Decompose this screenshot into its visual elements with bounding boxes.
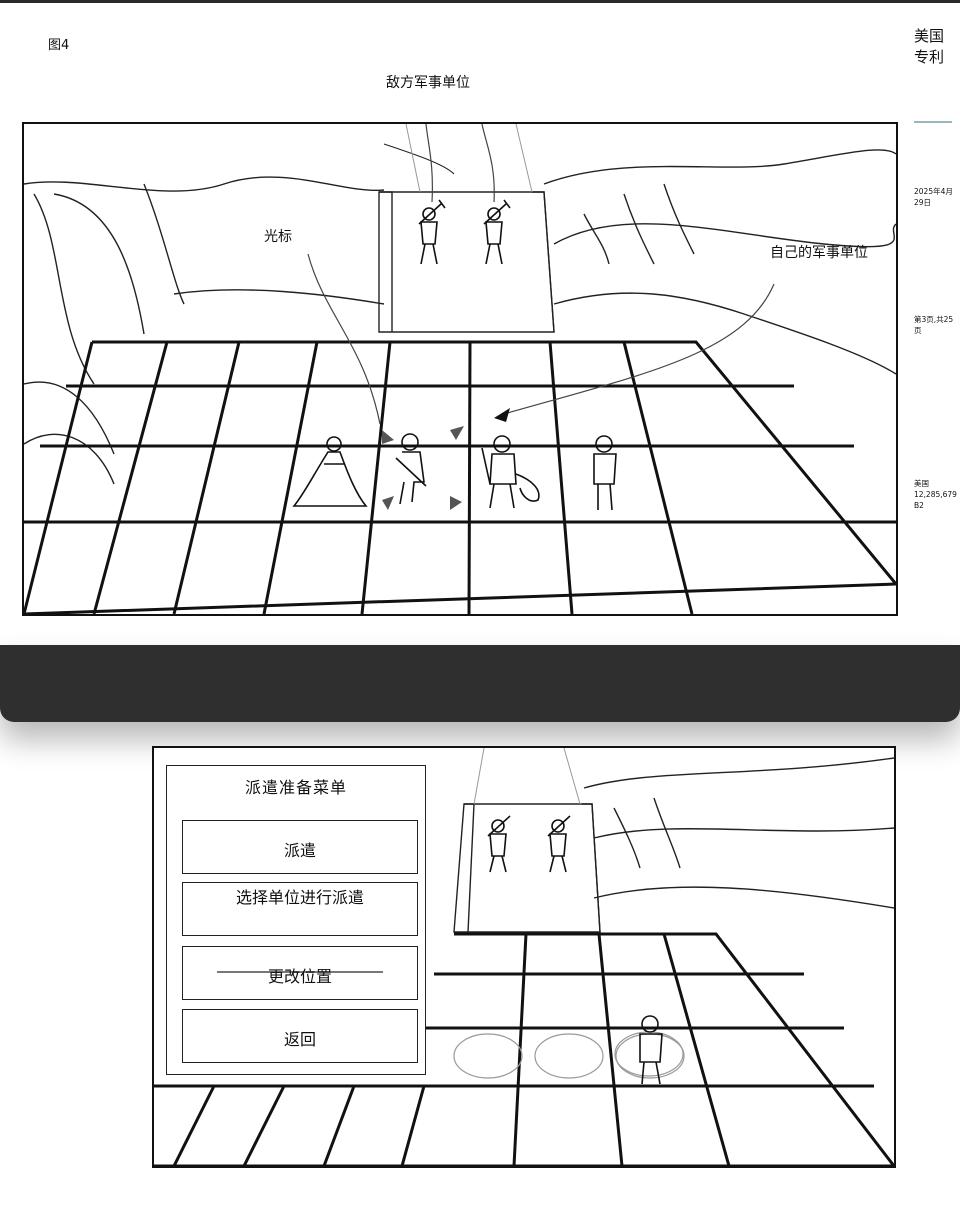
cursor-corner — [382, 496, 394, 510]
enemy-unit — [418, 199, 446, 265]
placement-slot — [453, 1033, 523, 1079]
terrain-ridge — [24, 176, 385, 192]
select-units-button-label: 选择单位进行派遣 — [235, 888, 364, 907]
dispatch-button[interactable]: 派遣 — [182, 820, 418, 874]
device-bezel — [0, 645, 960, 722]
figure-label: 图4 — [48, 38, 70, 53]
back-button[interactable]: 返回 — [182, 1009, 418, 1063]
cursor-corner — [382, 430, 394, 444]
enemy-unit — [483, 199, 511, 265]
label-cursor: 光标 — [264, 229, 292, 245]
enemy-units — [418, 199, 511, 265]
own-units — [292, 433, 617, 511]
placement-slot — [614, 1031, 684, 1077]
cursor-corner — [450, 426, 464, 440]
own-units — [614, 1015, 684, 1085]
top-border — [0, 0, 960, 3]
menu-title: 派遣准备菜单 — [244, 778, 347, 797]
own-unit-cursor — [395, 433, 427, 505]
enemy-platform — [453, 803, 601, 933]
patent-title-text: 美国专利 — [914, 27, 945, 66]
placement-slot — [615, 1033, 685, 1079]
change-position-button-label: 更改位置 — [267, 967, 332, 986]
enemy-unit — [547, 815, 571, 873]
dispatch-button-label: 派遣 — [283, 841, 316, 860]
terrain-rock-left — [33, 193, 95, 385]
leader-enemy-2 — [481, 124, 495, 203]
select-units-button[interactable]: 选择单位进行派遣 — [182, 882, 418, 936]
cursor-corner — [450, 496, 462, 510]
back-button-label: 返回 — [283, 1030, 316, 1049]
own-unit — [593, 435, 617, 511]
change-position-button[interactable]: 更改位置 — [182, 946, 418, 1000]
leader-cursor — [307, 253, 381, 425]
game-scene-top — [22, 122, 898, 616]
own-unit — [292, 436, 368, 507]
placement-slots — [453, 1033, 685, 1079]
dispatch-prep-menu: 派遣准备菜单 派遣 选择单位进行派遣 更改位置 返回 — [166, 765, 426, 1075]
cursor-markers — [382, 426, 464, 510]
own-unit — [639, 1015, 663, 1085]
leader-lines — [307, 124, 775, 425]
arrowhead-icon — [494, 408, 510, 422]
sidebar-divider — [914, 121, 952, 123]
terrain-rock-left-2 — [53, 193, 145, 335]
placement-slot — [534, 1033, 604, 1079]
leader-enemy-1 — [425, 124, 433, 203]
leader-own — [503, 283, 775, 415]
sheet-number: 第3页,共25页 — [914, 315, 954, 335]
battle-grid — [154, 932, 894, 1166]
battle-grid — [24, 340, 896, 614]
enemy-platform — [378, 191, 555, 333]
game-scene-bottom-drawing — [154, 748, 894, 1166]
enemy-units — [487, 815, 571, 873]
own-unit — [481, 435, 540, 509]
strikethrough-line — [217, 971, 383, 973]
patent-number: 美国 12,285,679 B2 — [914, 479, 957, 510]
label-own-units: 自己的军事单位 — [770, 245, 868, 261]
enemy-unit — [487, 815, 511, 873]
patent-title: 美国专利 — [914, 26, 954, 68]
label-enemy-units: 敌方军事单位 — [386, 75, 470, 91]
patent-date: 2025年4月29日 — [914, 187, 953, 207]
game-scene-top-drawing — [24, 124, 896, 614]
